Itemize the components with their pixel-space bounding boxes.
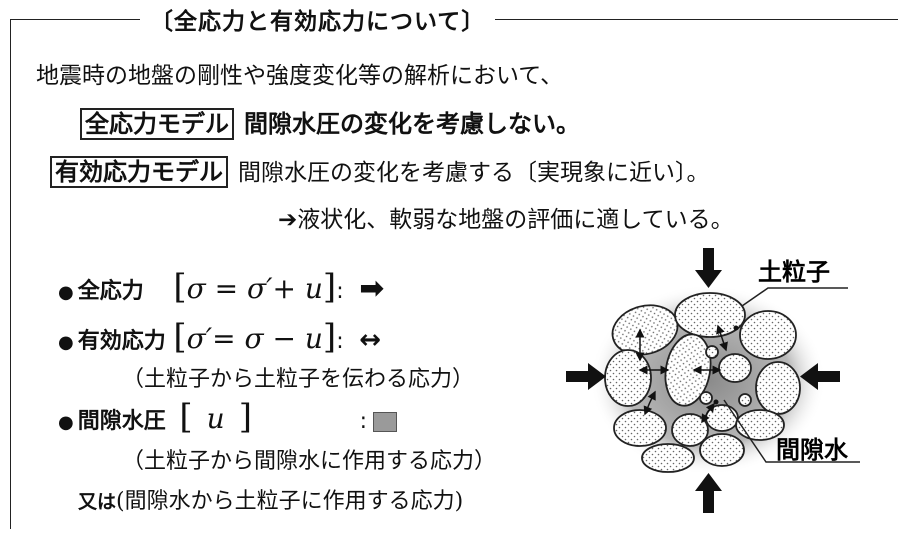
total-stress-bullet: ●全応力 [σ = σ′+ u]: ➡ bbox=[58, 267, 385, 307]
top-load-arrow-icon bbox=[695, 248, 722, 288]
double-arrow-icon: ↔ bbox=[359, 325, 382, 355]
effective-stress-bullet: ●有効応力 [σ′= σ − u]: ↔ bbox=[58, 317, 382, 357]
bottom-load-arrow-icon bbox=[695, 473, 722, 513]
soil-particle-label: 土粒子 bbox=[758, 258, 830, 286]
intro-text: 地震時の地盤の剛性や強度変化等の解析において、 bbox=[36, 63, 564, 89]
effective-stress-formula: σ′= σ − u bbox=[186, 322, 323, 355]
left-load-arrow-icon bbox=[566, 363, 606, 390]
frame-left-border bbox=[10, 19, 11, 529]
pore-water-label: 間隙水 bbox=[776, 436, 849, 464]
pore-water-swatch bbox=[373, 412, 398, 432]
pore-water-pressure-formula: u bbox=[206, 402, 225, 435]
total-stress-formula: σ = σ′+ u bbox=[186, 272, 323, 305]
total-stress-arrow-icon: ➡ bbox=[359, 271, 385, 306]
effective-stress-explanation: （土粒子から土粒子を伝わる応力） bbox=[122, 367, 475, 392]
interparticle-force-arrows bbox=[635, 324, 728, 424]
pore-water-pressure-bullet: ●間隙水圧 [u] : bbox=[58, 397, 398, 437]
particle-dots bbox=[713, 325, 739, 405]
pore-water-leader bbox=[723, 399, 860, 463]
right-load-arrow-icon bbox=[800, 363, 840, 390]
pore-water-pressure-term: 間隙水圧 bbox=[77, 409, 166, 434]
alt-prefix: 又は bbox=[78, 491, 117, 513]
effective-stress-model-description: 間隙水圧の変化を考慮する〔実現象に近い〕。 bbox=[238, 160, 710, 186]
soil-particles bbox=[604, 292, 801, 473]
total-stress-model-label: 全応力モデル bbox=[80, 108, 234, 140]
pore-water-pressure-explanation: （土粒子から間隙水に作用する応力） bbox=[122, 449, 497, 474]
total-stress-model-row: 全応力モデル間隙水圧の変化を考慮しない。 bbox=[80, 104, 580, 140]
total-stress-term: 全応力 bbox=[77, 279, 144, 304]
effective-stress-model-row: 有効応力モデル間隙水圧の変化を考慮する〔実現象に近い〕。 bbox=[50, 152, 710, 188]
pore-water-pressure-alt-explanation: 又は(間隙水から土粒子に作用する応力) bbox=[78, 483, 463, 515]
section-title: 〔全応力と有効応力について〕 bbox=[140, 2, 496, 36]
alt-explanation-text: (間隙水から土粒子に作用する応力) bbox=[116, 489, 464, 514]
effective-stress-term: 有効応力 bbox=[77, 329, 166, 354]
effective-stress-model-label: 有効応力モデル bbox=[50, 156, 228, 188]
total-stress-model-description: 間隙水圧の変化を考慮しない。 bbox=[244, 110, 580, 138]
soil-particle-leader bbox=[741, 287, 848, 307]
external-load-arrows bbox=[566, 248, 840, 513]
effective-stress-note: ➔液状化、軟弱な地盤の評価に適している。 bbox=[278, 207, 734, 233]
